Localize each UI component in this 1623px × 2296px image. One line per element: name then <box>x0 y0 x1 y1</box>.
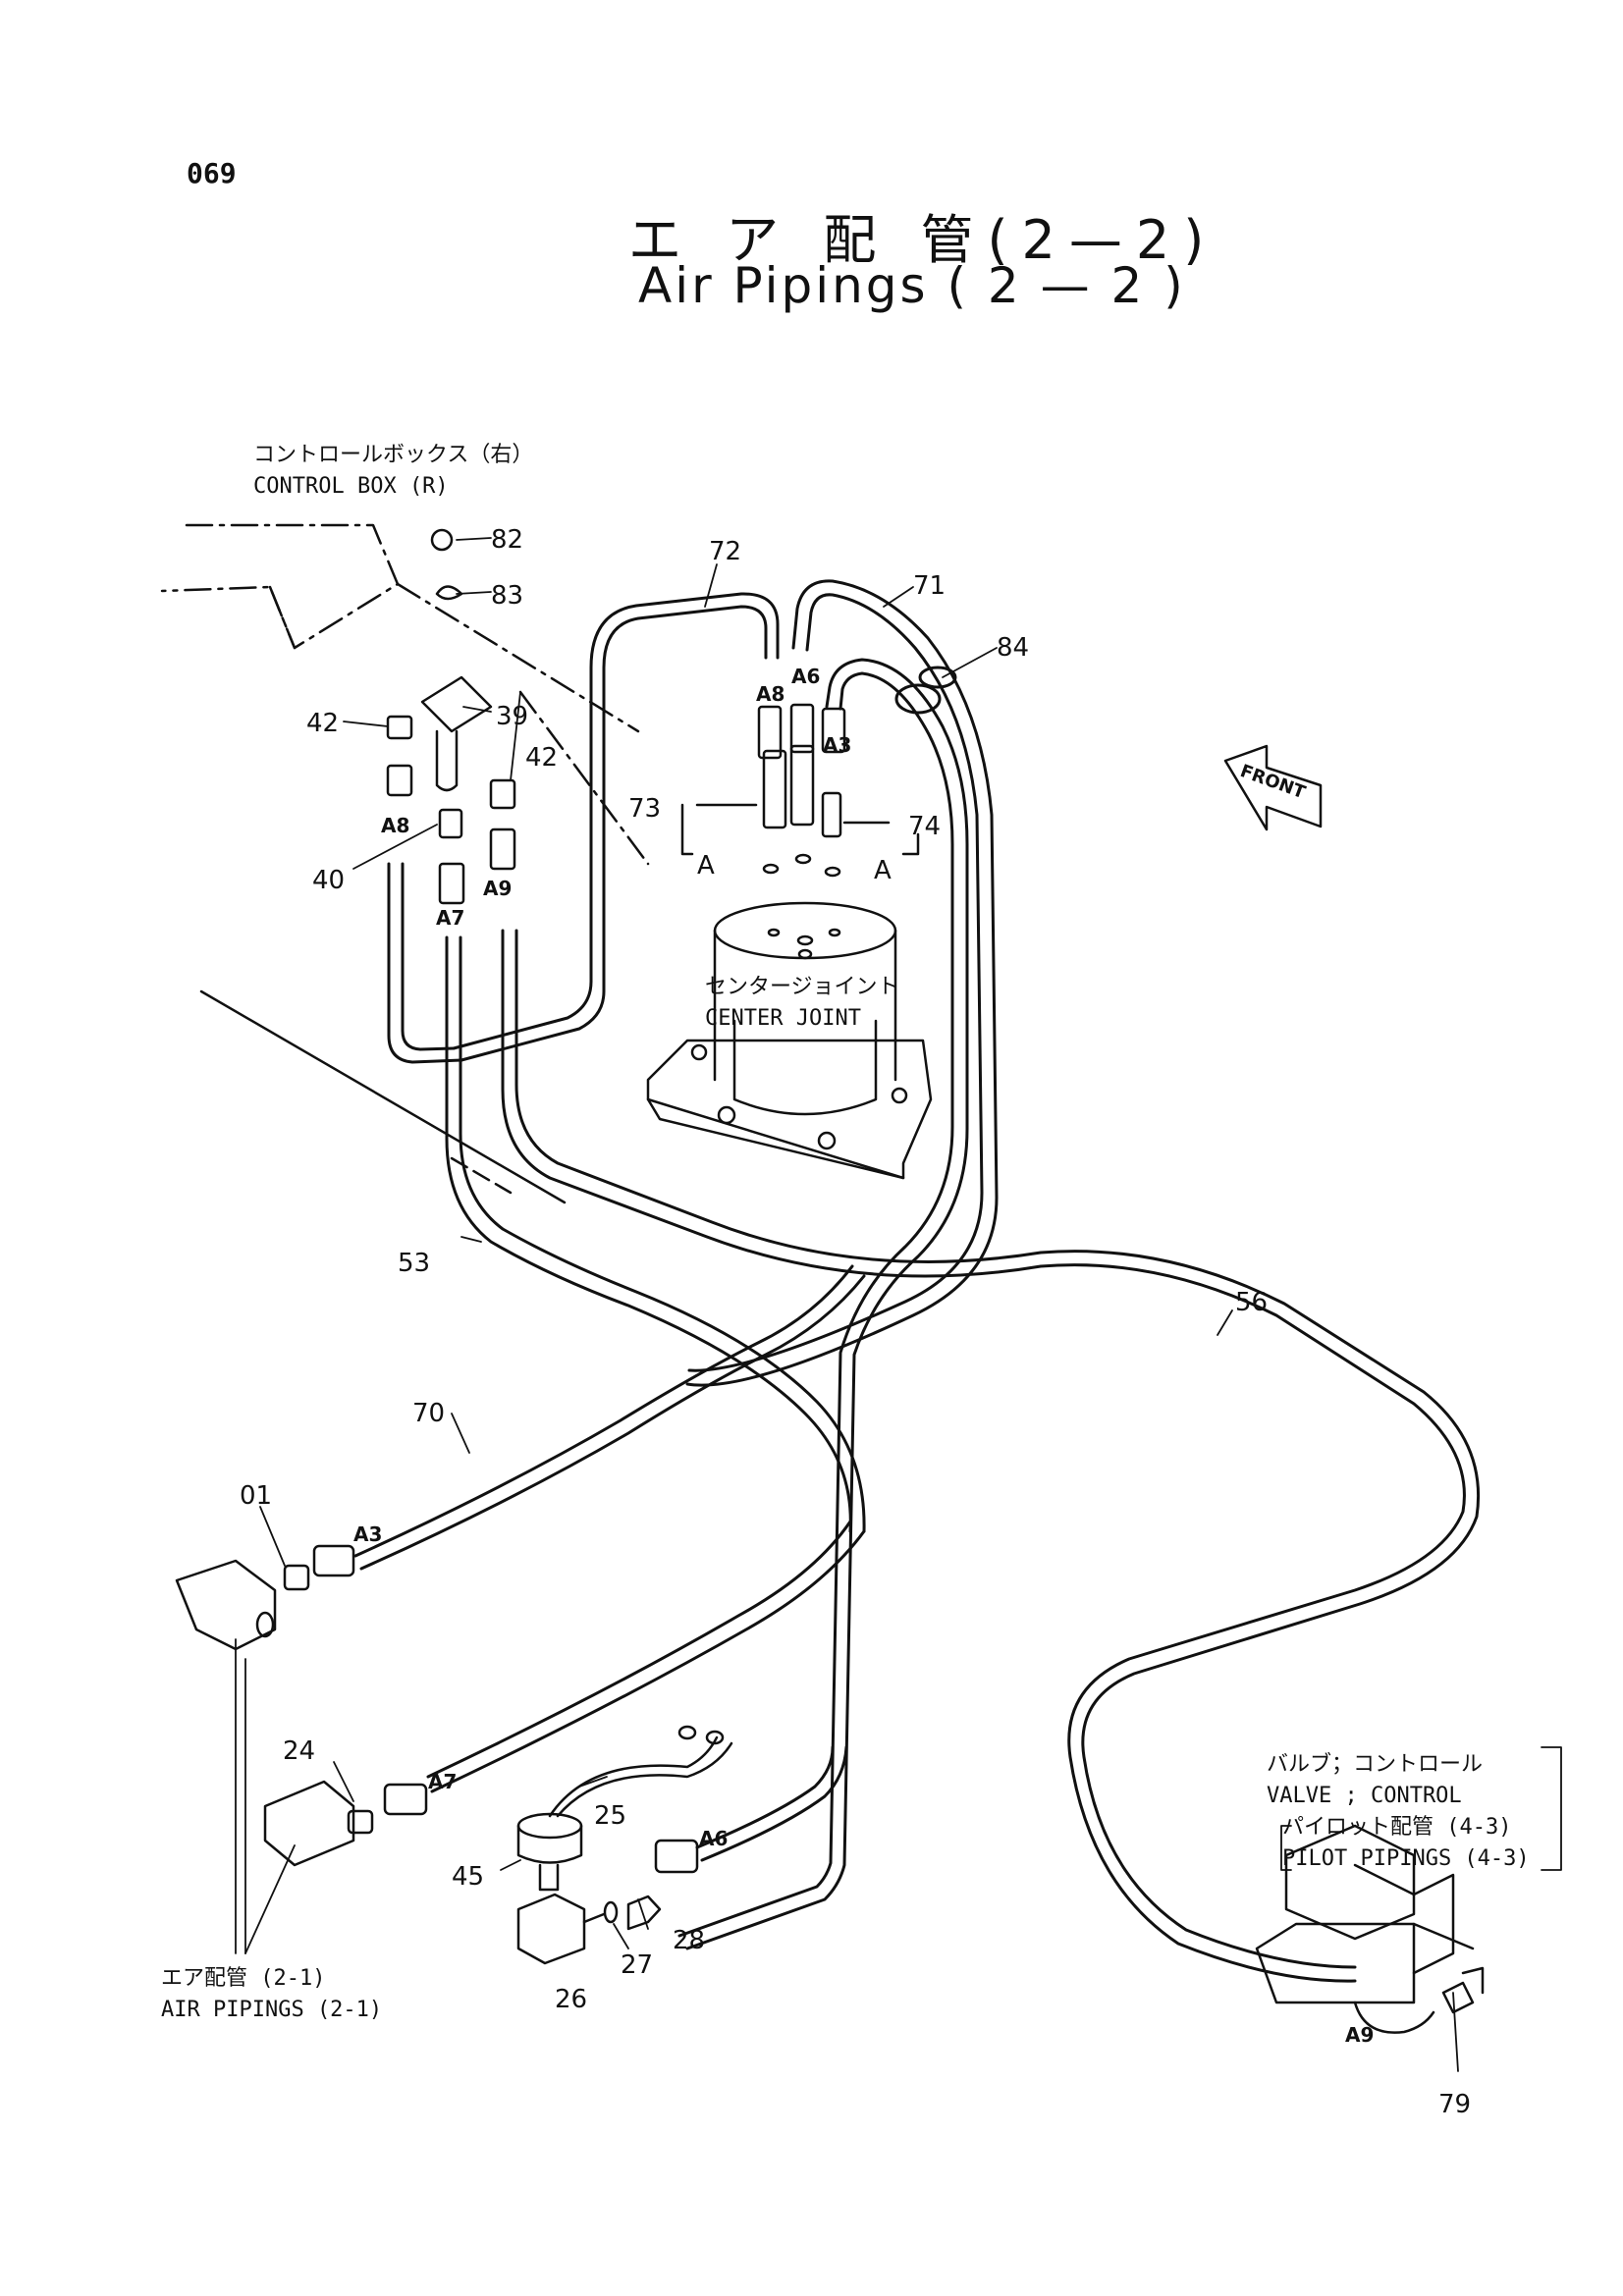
callout-01: 01 <box>240 1481 272 1511</box>
hose-a7-lower <box>426 1520 866 1793</box>
lower-left-fittings <box>175 1544 699 1874</box>
callout-28: 28 <box>673 1926 705 1955</box>
title-japanese: エ ア 配 管(2—2) <box>628 209 1218 271</box>
control-box-label-jp: コントロールボックス（右） <box>253 443 534 467</box>
pilot-pipings-label-jp: パイロット配管 (4-3) <box>1282 1815 1512 1840</box>
pressure-switch <box>516 1725 733 1965</box>
callout-40: 40 <box>312 866 345 895</box>
callout-24: 24 <box>283 1736 315 1766</box>
callout-73: 73 <box>628 794 661 824</box>
callout-74: 74 <box>908 812 941 841</box>
callout-79: 79 <box>1438 2090 1471 2119</box>
frame-line <box>199 989 567 1204</box>
callout-53: 53 <box>398 1249 430 1278</box>
hose-70 <box>353 1264 866 1571</box>
hose-to-a3 <box>677 658 969 1950</box>
hose-53 <box>445 935 866 1533</box>
fitting-A8-left: A8 <box>381 814 409 837</box>
title-english: Air Pipings ( 2 — 2 ) <box>638 257 1186 314</box>
callout-83: 83 <box>491 581 523 611</box>
callout-26: 26 <box>555 1985 587 2014</box>
callout-27: 27 <box>621 1950 653 1980</box>
frame-line-dashed <box>450 1156 513 1195</box>
callout-71: 71 <box>913 571 946 601</box>
center-joint-label-en: CENTER JOINT <box>705 1006 861 1031</box>
fitting-A3-top: A3 <box>823 733 851 757</box>
hose-a6-lower <box>695 1745 848 1862</box>
hose-a8-left <box>387 862 463 1064</box>
callout-70: 70 <box>412 1399 445 1428</box>
fitting-A9-left: A9 <box>483 877 512 900</box>
center-joint-label-jp: センタージョイント <box>705 975 899 999</box>
clamp-84 <box>894 666 957 715</box>
fitting-A6-hose: A6 <box>699 1827 728 1850</box>
callout-84: 84 <box>997 633 1029 663</box>
callout-A-left: A <box>697 851 715 881</box>
valve-control-label: バルブ；コントロール VALVE ; CONTROL パイロット配管 (4-3)… <box>1267 1749 1530 1875</box>
air-pipings-2-1-en: AIR PIPINGS (2-1) <box>161 1998 383 2022</box>
callout-45: 45 <box>452 1862 484 1892</box>
callout-72: 72 <box>709 537 741 566</box>
control-box-fittings <box>386 528 516 905</box>
control-valve <box>1255 1824 1485 2034</box>
callout-42-left: 42 <box>306 709 339 738</box>
air-pipings-2-1-jp: エア配管 (2-1) <box>161 1966 326 1991</box>
hose-72 <box>452 592 780 1062</box>
control-box-label: コントロールボックス（右） CONTROL BOX (R) <box>253 440 533 503</box>
front-arrow-icon <box>1223 744 1323 831</box>
fitting-A7-left: A7 <box>436 906 464 930</box>
fitting-A9-valve: A9 <box>1345 2023 1374 2047</box>
hose-71 <box>685 579 999 1387</box>
control-box-outline <box>160 523 650 866</box>
hose-56 <box>501 929 1481 1983</box>
page-number: 069 <box>187 157 237 189</box>
callout-25: 25 <box>594 1801 626 1831</box>
callout-42-right: 42 <box>525 743 558 773</box>
center-joint <box>646 901 933 1180</box>
callout-82: 82 <box>491 525 523 555</box>
top-fittings <box>680 703 920 878</box>
air-pipings-2-1-label: エア配管 (2-1) AIR PIPINGS (2-1) <box>161 1963 382 2026</box>
center-joint-label: センタージョイント CENTER JOINT <box>705 972 899 1035</box>
control-box-label-en: CONTROL BOX (R) <box>253 474 449 499</box>
callout-39: 39 <box>496 702 528 731</box>
fitting-A7-hose: A7 <box>428 1770 457 1793</box>
callout-56: 56 <box>1235 1288 1268 1317</box>
fitting-A6-top: A6 <box>791 665 820 688</box>
callout-A-right: A <box>874 856 892 885</box>
leader-lines <box>235 537 1562 2072</box>
valve-label-jp: バルブ；コントロール <box>1267 1752 1484 1777</box>
fitting-A8-top: A8 <box>756 682 784 706</box>
valve-label-en: VALVE ; CONTROL <box>1267 1784 1462 1808</box>
fitting-A3-hose: A3 <box>353 1522 382 1546</box>
